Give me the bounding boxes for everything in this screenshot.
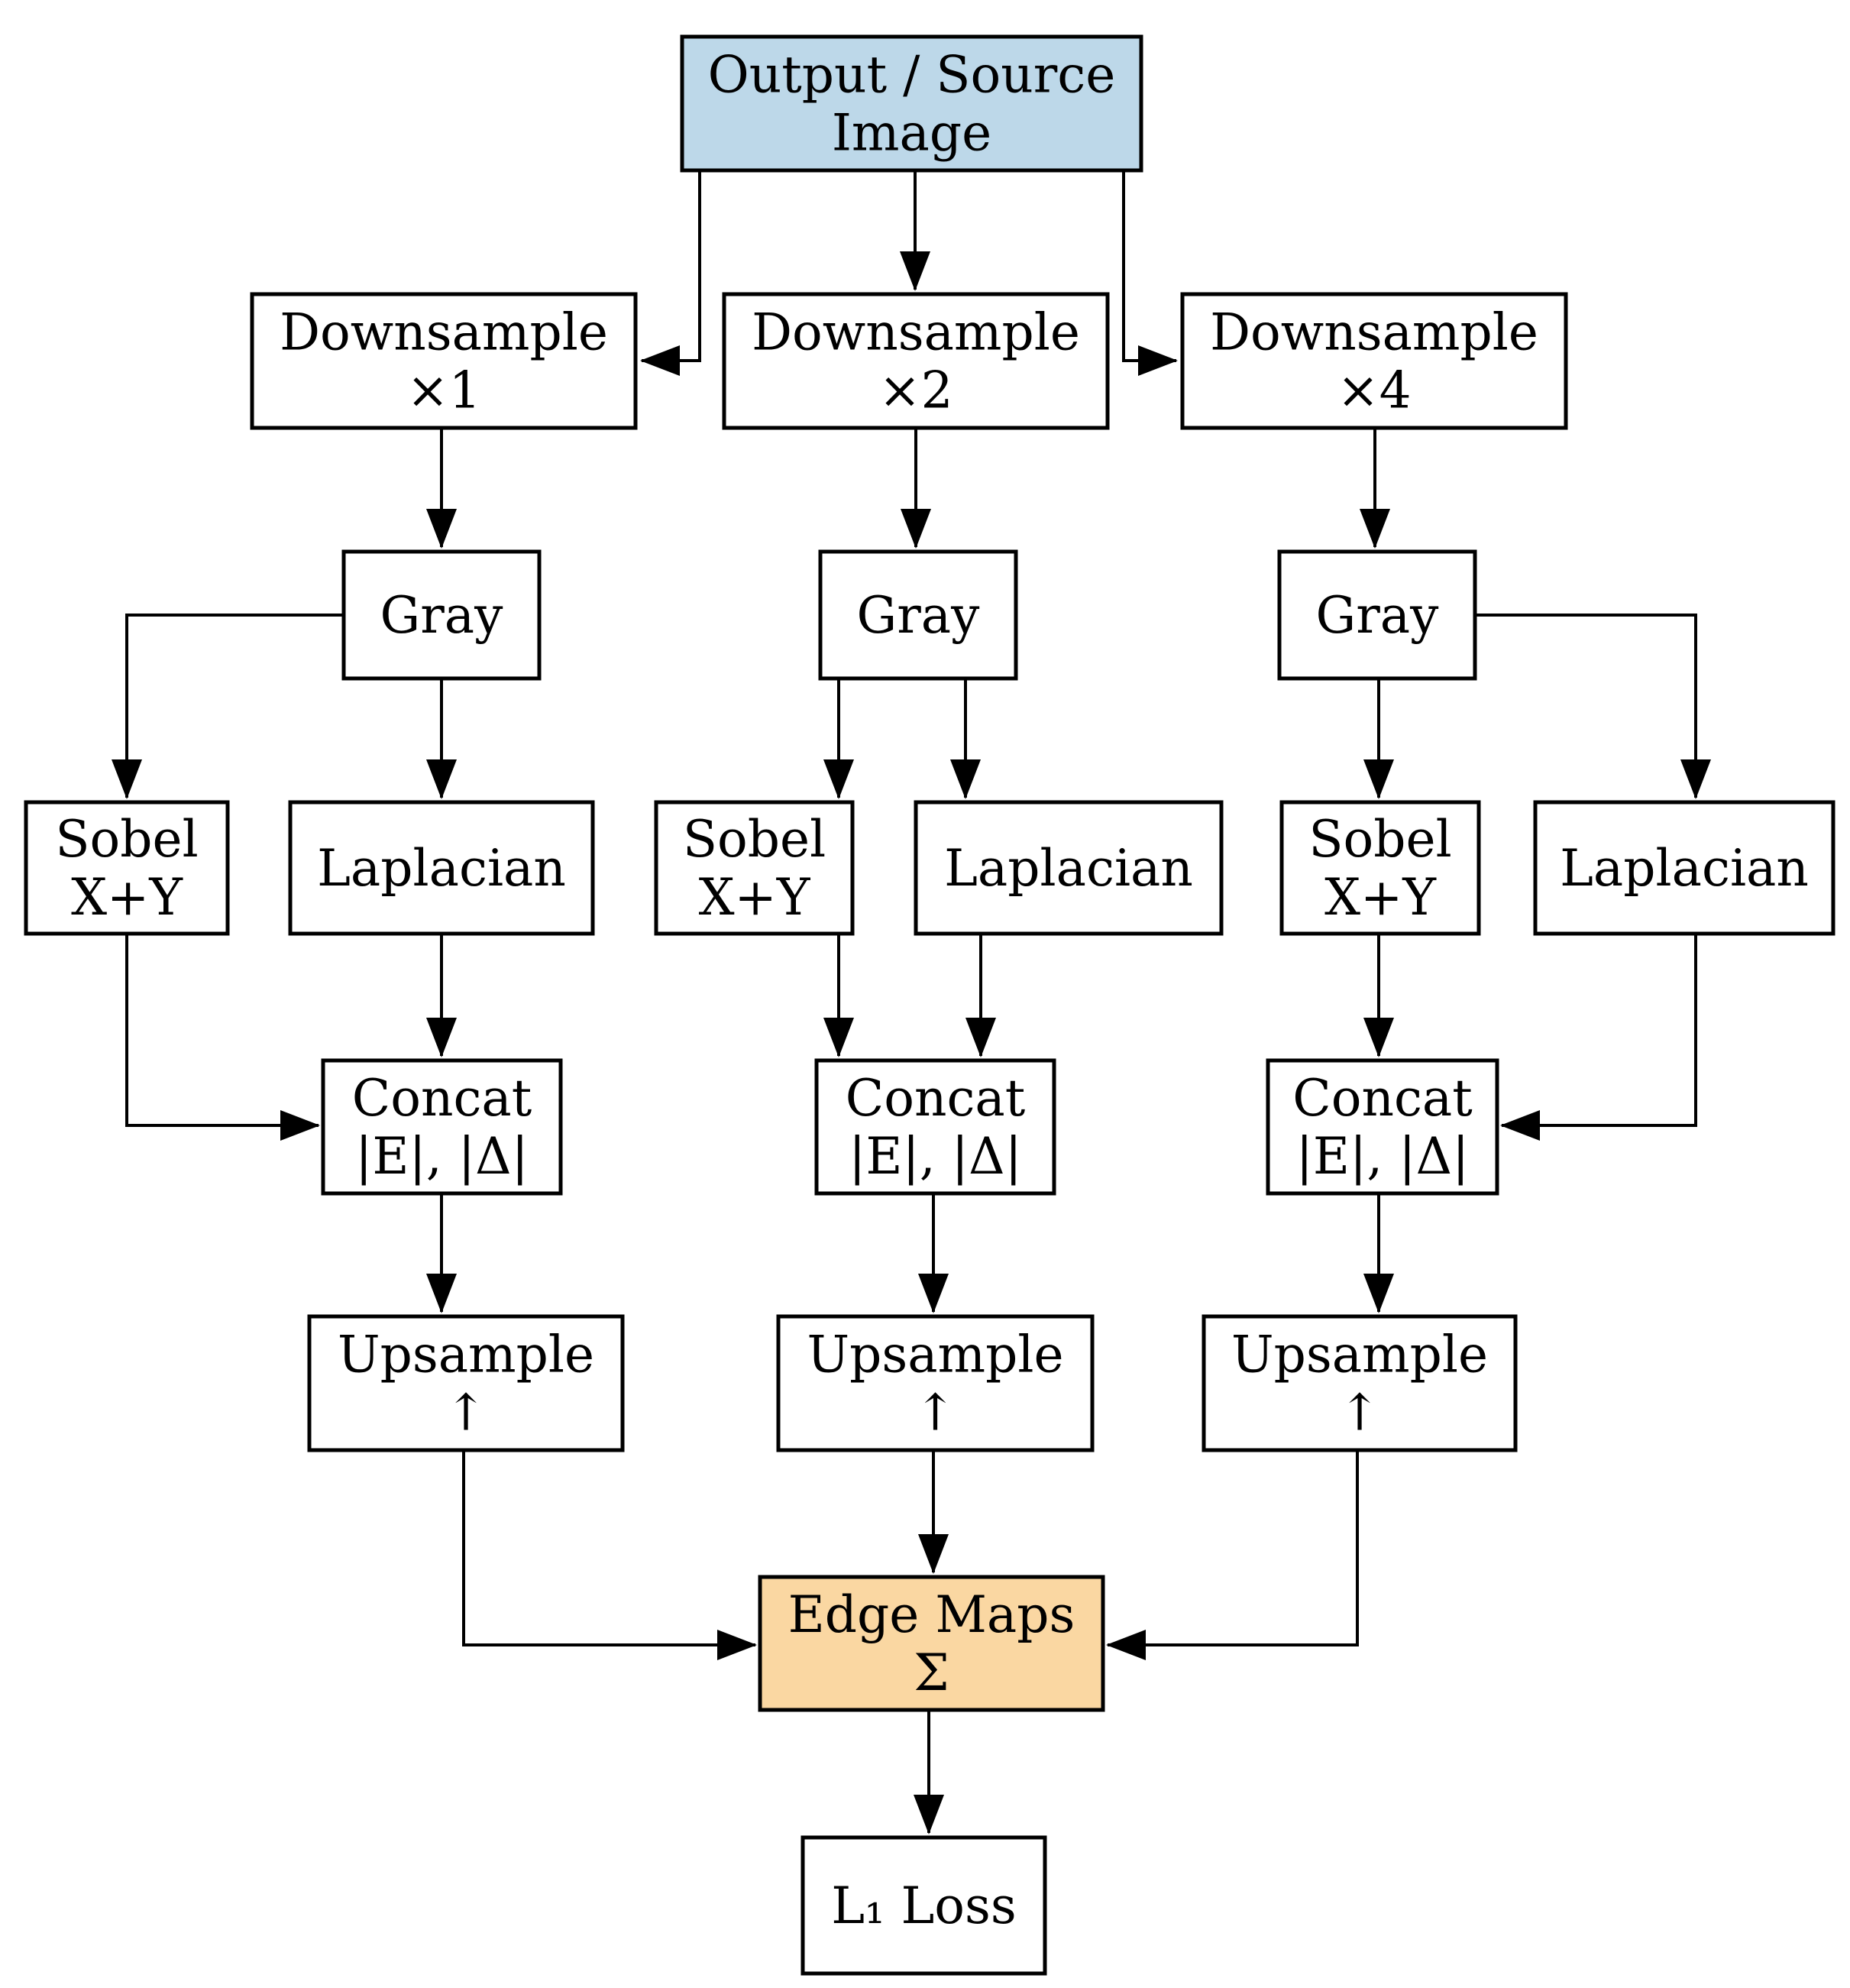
node-concat2: Concat|E|, |Δ| (814, 1058, 1056, 1196)
node-label-sobel1-line1: Sobel (55, 810, 198, 869)
node-up1: Upsample↑ (307, 1314, 625, 1452)
node-label-gray2-line1: Gray (857, 586, 981, 645)
node-up2: Upsample↑ (776, 1314, 1095, 1452)
node-box-sobel1 (24, 800, 230, 936)
node-label-sobel2-line1: Sobel (683, 810, 826, 869)
nodes-layer: Output / SourceImageDownsample×1Downsamp… (24, 34, 1835, 1976)
node-box-down2 (722, 292, 1110, 430)
edge-gray3-to-lap3 (1475, 614, 1711, 799)
node-label-down2-line1: Downsample (752, 303, 1080, 362)
node-box-sobel2 (654, 800, 855, 936)
node-box-lap2 (914, 800, 1224, 936)
node-box-gray3 (1277, 549, 1477, 681)
node-label-down4-line2: ×4 (1337, 361, 1411, 420)
node-box-gray2 (818, 549, 1018, 681)
node-label-edgemaps-line1: Edge Maps (788, 1585, 1075, 1644)
node-label-up3-line2: ↑ (1338, 1384, 1380, 1442)
node-lap3: Laplacian (1533, 800, 1835, 936)
node-label-loss-line1: L₁ Loss (831, 1876, 1017, 1935)
node-box-up3 (1202, 1314, 1518, 1452)
node-label-concat3-line2: |E|, |Δ| (1296, 1127, 1470, 1186)
edge-source-to-down4 (1122, 170, 1178, 376)
node-label-concat3-line1: Concat (1292, 1069, 1473, 1128)
node-down4: Downsample×4 (1180, 292, 1568, 430)
node-label-sobel3-line2: X+Y (1324, 868, 1437, 927)
node-label-edgemaps-line2: Σ (914, 1643, 949, 1702)
node-label-source-line2: Image (832, 104, 991, 163)
node-box-gray1 (341, 549, 542, 681)
node-label-sobel3-line1: Sobel (1308, 810, 1451, 869)
node-label-down1-line2: ×1 (406, 361, 480, 420)
node-label-lap1-line1: Laplacian (317, 839, 566, 898)
node-label-sobel1-line2: X+Y (71, 868, 183, 927)
node-box-sobel3 (1279, 800, 1481, 936)
node-label-up2-line2: ↑ (914, 1384, 956, 1442)
node-label-down4-line1: Downsample (1210, 303, 1538, 362)
node-box-down1 (250, 292, 638, 430)
node-box-loss (800, 1835, 1047, 1976)
node-label-lap2-line1: Laplacian (944, 839, 1193, 898)
node-label-up1-line2: ↑ (445, 1384, 487, 1442)
edge-gray1-to-sobel1 (112, 614, 344, 799)
node-down2: Downsample×2 (722, 292, 1110, 430)
node-label-up2-line1: Upsample (807, 1326, 1063, 1384)
node-box-source (680, 34, 1143, 173)
node-box-concat2 (814, 1058, 1056, 1196)
node-box-lap1 (288, 800, 595, 936)
edge-sobel1-to-concat1 (125, 934, 320, 1141)
node-concat3: Concat|E|, |Δ| (1266, 1058, 1499, 1196)
node-box-up2 (776, 1314, 1095, 1452)
node-lap2: Laplacian (914, 800, 1224, 936)
node-gray3: Gray (1277, 549, 1477, 681)
node-box-up1 (307, 1314, 625, 1452)
node-box-edgemaps (758, 1575, 1105, 1712)
node-box-concat1 (321, 1058, 563, 1196)
node-gray2: Gray (818, 549, 1018, 681)
node-label-concat1-line2: |E|, |Δ| (355, 1127, 529, 1186)
node-label-down2-line2: ×2 (878, 361, 952, 420)
node-lap1: Laplacian (288, 800, 595, 936)
node-label-gray1-line1: Gray (380, 586, 504, 645)
edge-source-to-down1 (640, 170, 701, 376)
node-down1: Downsample×1 (250, 292, 638, 430)
node-box-concat3 (1266, 1058, 1499, 1196)
node-label-concat2-line1: Concat (846, 1069, 1026, 1128)
node-gray1: Gray (341, 549, 542, 681)
node-label-sobel2-line2: X+Y (699, 868, 811, 927)
edge-up3-to-edgemaps (1106, 1450, 1359, 1660)
edge-up1-to-edgemaps (462, 1450, 757, 1660)
node-label-concat1-line1: Concat (352, 1069, 532, 1128)
node-box-lap3 (1533, 800, 1835, 936)
node-label-gray3-line1: Gray (1316, 586, 1440, 645)
node-label-up1-line1: Upsample (338, 1326, 594, 1384)
node-concat1: Concat|E|, |Δ| (321, 1058, 563, 1196)
node-box-down4 (1180, 292, 1568, 430)
edge-lap3-to-concat3 (1500, 934, 1697, 1141)
node-label-lap3-line1: Laplacian (1560, 839, 1809, 898)
node-label-concat2-line2: |E|, |Δ| (849, 1127, 1022, 1186)
node-up3: Upsample↑ (1202, 1314, 1518, 1452)
node-label-down1-line1: Downsample (280, 303, 608, 362)
node-label-source-line1: Output / Source (708, 46, 1116, 105)
node-label-up3-line1: Upsample (1231, 1326, 1488, 1384)
edges-layer (112, 170, 1711, 1834)
node-loss: L₁ Loss (800, 1835, 1047, 1976)
